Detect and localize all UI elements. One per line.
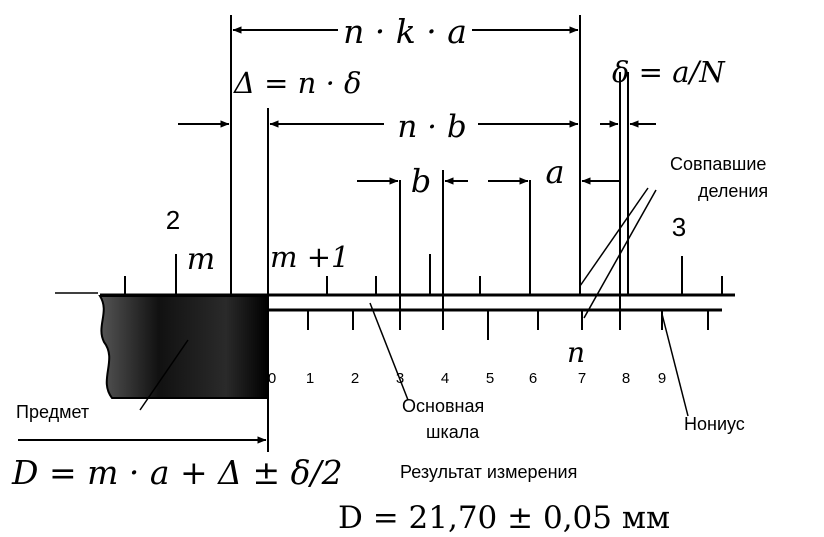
label-main-scale-2: шкала [426, 422, 480, 442]
vernier-digit-8: 8 [622, 370, 630, 387]
dimension-arrows [18, 26, 656, 444]
vernier-digit-4: 4 [441, 370, 449, 387]
vernier-digit-1: 1 [306, 370, 314, 387]
label-delta-eq: Δ = n · δ [233, 66, 361, 100]
main-scale-ticks [124, 254, 723, 295]
label-nb: n · b [397, 109, 466, 145]
callout-leaders [139, 187, 689, 417]
result-title: Результат измерения [400, 462, 577, 482]
vernier-digit-7: 7 [578, 370, 586, 387]
result-value: D = 21,70 ± 0,05 мм [338, 500, 670, 536]
label-2: 2 [166, 205, 180, 235]
label-n: n [567, 336, 585, 369]
label-delta-def: δ = a/N [612, 55, 726, 89]
formula-D: D = m · a + Δ ± δ/2 [11, 453, 343, 492]
label-coincident-1: Совпавшие [670, 154, 766, 174]
vernier-scale-ticks [307, 310, 709, 340]
vernier-digits: 0 1 2 3 4 5 6 7 8 9 [268, 370, 666, 387]
label-subject: Предмет [16, 402, 89, 422]
label-m: m [187, 242, 215, 277]
label-a: a [545, 153, 564, 191]
vernier-digit-6: 6 [529, 370, 537, 387]
vernier-digit-9: 9 [658, 370, 666, 387]
label-nka: n · k · a [343, 12, 467, 51]
vernier-digit-0: 0 [268, 370, 276, 387]
label-b: b [411, 162, 431, 200]
vernier-digit-2: 2 [351, 370, 359, 387]
measured-object [55, 292, 269, 399]
vernier-digit-3: 3 [396, 370, 404, 387]
label-coincident-2: деления [698, 181, 768, 201]
vernier-digit-5: 5 [486, 370, 494, 387]
label-m-plus-1: m +1 [270, 240, 349, 274]
label-3: 3 [672, 212, 686, 242]
label-main-scale-1: Основная [402, 396, 484, 416]
reference-lines [230, 15, 629, 452]
label-nonius: Нониус [684, 414, 745, 434]
